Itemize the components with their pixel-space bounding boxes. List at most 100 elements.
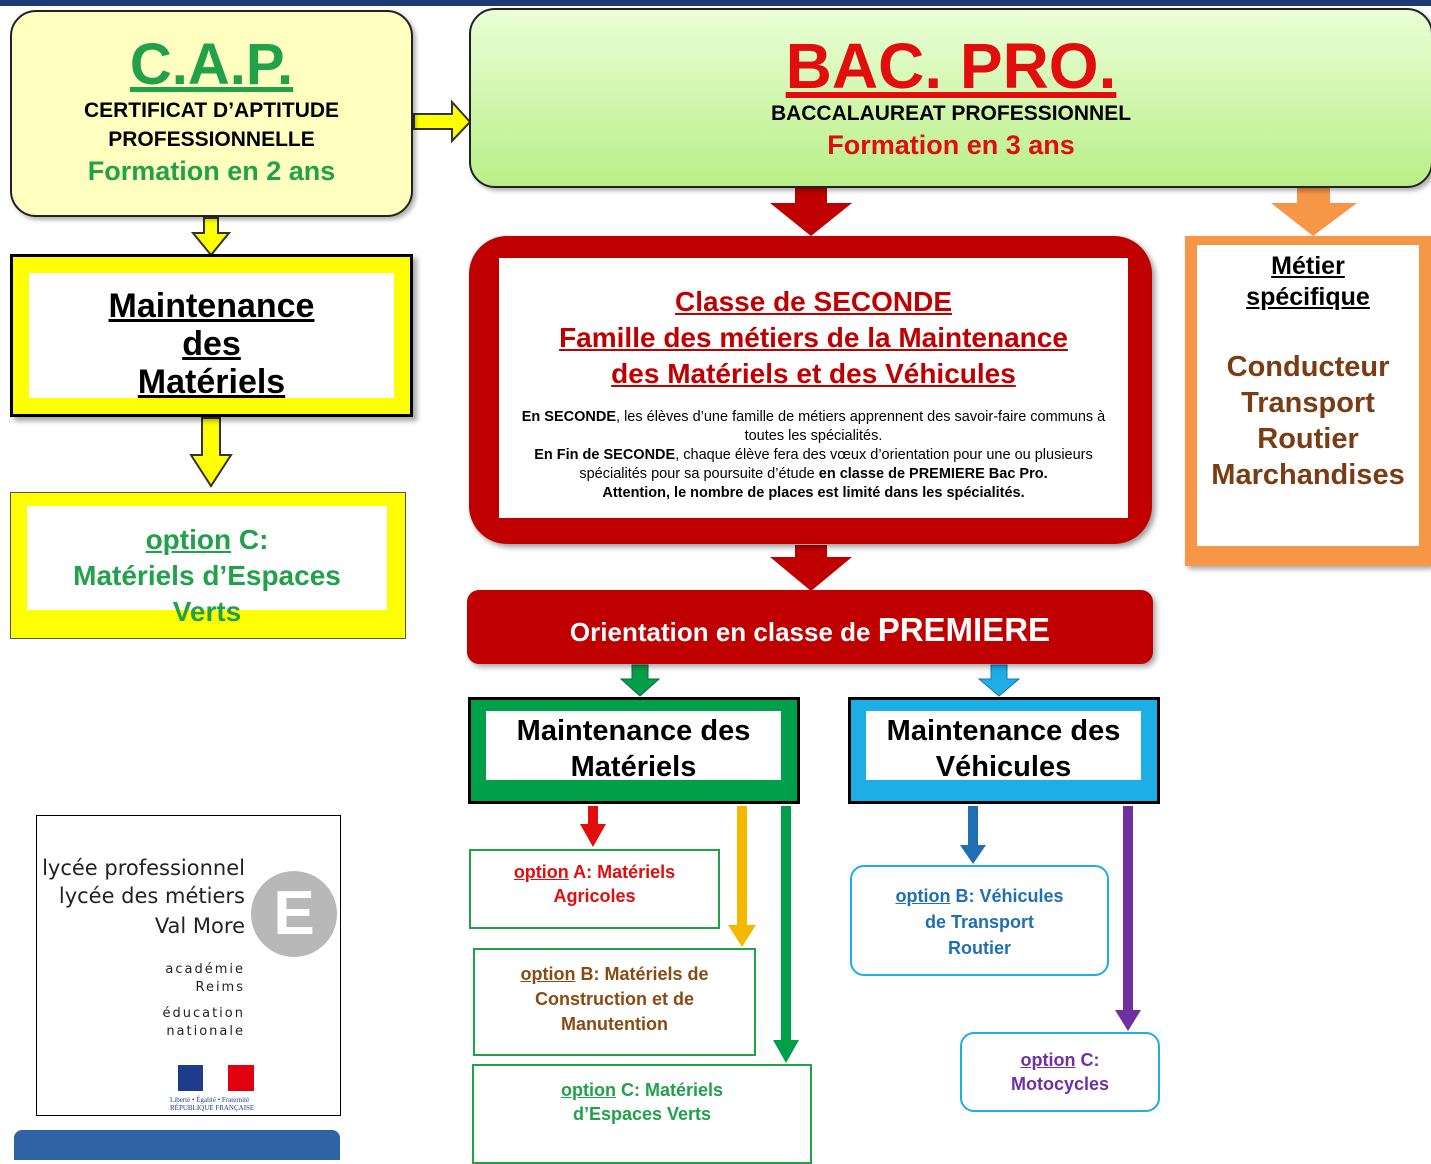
logo-line6: éducation [162, 1006, 245, 1021]
option-b-rest1: B: Matériels de [575, 964, 709, 984]
orientation-to-materiels-arrow [619, 664, 661, 697]
seconde-inner: Classe de SECONDE Famille des métiers de… [499, 258, 1128, 518]
option-c-prefix: option [560, 1080, 616, 1100]
option-c-motocycles: option C: Motocycles [960, 1032, 1160, 1112]
cap-subtitle-line2: PROFESSIONNELLE [108, 128, 315, 151]
seconde-p2-rest: , chaque élève fera des vœux d’orientati… [579, 447, 1093, 482]
cap-to-specialty-arrow [190, 217, 232, 257]
logo-line7: nationale [166, 1024, 245, 1039]
metier-box: Métier spécifique Conducteur Transport R… [1185, 236, 1431, 566]
veh-option-b-line3: Routier [948, 938, 1011, 958]
cap-title: C.A.P. [129, 32, 294, 97]
metier-inner: Métier spécifique Conducteur Transport R… [1197, 245, 1419, 546]
option-b-vehicules-transport: option B: Véhicules de Transport Routier [850, 865, 1109, 976]
premiere-materiels-inner: Maintenance des Matériels [486, 711, 781, 783]
cap-specialty-line2: des [182, 325, 241, 363]
cap-specialty-line1: Maintenance [108, 287, 315, 325]
option-c-rest1: C: Matériels [615, 1080, 724, 1100]
option-a-materiels-agricoles: option A: Matériels Agricoles [469, 849, 720, 929]
seconde-title-line3: des Matériels et des Véhicules [611, 358, 1016, 389]
orientation-box: Orientation en classe de PREMIERE [467, 590, 1153, 664]
option-b-line2: Construction et de [534, 989, 694, 1009]
veh-option-b-prefix: option [895, 886, 951, 906]
option-a-prefix: option [513, 862, 569, 882]
option-a-line2: Agricoles [553, 886, 636, 906]
top-rule [0, 0, 1431, 6]
metier-job-line1: Conducteur [1226, 351, 1390, 383]
metier-spacer [1197, 313, 1419, 349]
metier-job-line2: Transport [1241, 387, 1375, 419]
cap-option-line1: option C: [27, 522, 387, 558]
metier-title-line1: Métier [1271, 252, 1345, 280]
to-option-c-arrow [773, 806, 799, 1063]
option-c-materiels-espaces-verts: option C: Matériels d’Espaces Verts [472, 1064, 812, 1164]
option-a-line1: option A: Matériels [471, 860, 718, 884]
seconde-title-line1: Classe de SECONDE [675, 286, 952, 317]
french-flag-icon [178, 1065, 254, 1091]
bac-title: BAC. PRO. [785, 30, 1117, 102]
premiere-materiels-line2: Matériels [570, 751, 697, 783]
bac-duration: Formation en 3 ans [827, 130, 1075, 160]
logo-line3: Val More [154, 914, 245, 938]
to-veh-option-b-arrow [960, 806, 986, 864]
to-option-a-arrow [580, 806, 606, 847]
cap-option-line3: Verts [172, 596, 242, 627]
cap-specialty-inner: Maintenance des Matériels [29, 273, 394, 401]
seconde-description: En SECONDE, les élèves d’une famille de … [499, 408, 1128, 503]
veh-option-b-line1: option B: Véhicules [852, 883, 1107, 909]
metier-job-line3: Routier [1257, 423, 1359, 455]
premiere-materiels-box: Maintenance des Matériels [468, 697, 800, 804]
seconde-p2-bold: En Fin de SECONDE [534, 447, 676, 463]
logo-republic-text: RÉPUBLIQUE FRANÇAISE [170, 1104, 255, 1112]
veh-option-c-prefix: option [1020, 1050, 1076, 1070]
seconde-to-orientation-arrow [770, 545, 852, 591]
cap-specialty-box: Maintenance des Matériels [10, 254, 413, 417]
orientation-emphasis: PREMIERE [877, 611, 1051, 648]
bac-to-metier-arrow [1271, 188, 1357, 236]
cap-option-inner: option C: Matériels d’Espaces Verts [27, 506, 387, 627]
logo-line2: lycée des métiers [58, 884, 245, 908]
veh-option-b-rest1: B: Véhicules [950, 886, 1064, 906]
option-c-line1: option C: Matériels [474, 1078, 810, 1102]
bac-to-seconde-arrow [770, 188, 852, 236]
logo-motto: Liberté • Égalité • Fraternité [170, 1096, 250, 1104]
to-veh-option-c-arrow [1115, 806, 1141, 1031]
option-b-line3: Manutention [561, 1014, 668, 1034]
cap-option-line2: Matériels d’Espaces [73, 560, 341, 591]
cap-subtitle-line1: CERTIFICAT D’APTITUDE [83, 99, 340, 122]
bac-box: BAC. PRO. BACCALAUREAT PROFESSIONNEL For… [469, 8, 1431, 188]
cap-to-bac-arrow [413, 99, 472, 144]
logo-line5: Reims [195, 980, 245, 995]
option-b-line1: option B: Matériels de [475, 962, 754, 987]
specialty-to-option-arrow [189, 417, 233, 488]
seconde-p3: Attention, le nombre de places est limit… [602, 485, 1025, 501]
logo-line4: académie [165, 962, 245, 977]
metier-job-line4: Marchandises [1211, 459, 1405, 491]
option-a-rest1: A: Matériels [568, 862, 676, 882]
veh-option-c-line1: option C: [962, 1048, 1158, 1072]
cap-option-code: C: [231, 524, 269, 555]
education-e-icon: E [251, 871, 337, 957]
seconde-p2-bold2: en classe de PREMIERE Bac Pro. [818, 466, 1048, 482]
veh-option-c-rest1: C: [1075, 1050, 1100, 1070]
veh-option-b-line2: de Transport [924, 912, 1035, 932]
bac-subtitle: BACCALAUREAT PROFESSIONNEL [770, 102, 1132, 125]
cap-duration: Formation en 2 ans [87, 156, 336, 186]
metier-title-line2: spécifique [1246, 283, 1370, 311]
lycee-logo: E lycée professionnel lycée des métiers … [36, 815, 341, 1116]
cap-box: C.A.P. CERTIFICAT D’APTITUDE PROFESSIONN… [10, 10, 413, 217]
veh-option-c-line2: Motocycles [1010, 1074, 1110, 1094]
seconde-p1-rest: , les élèves d’une famille de métiers ap… [616, 409, 1106, 444]
option-b-materiels-construction: option B: Matériels de Construction et d… [473, 948, 756, 1056]
cap-option-box: option C: Matériels d’Espaces Verts [10, 492, 406, 639]
to-option-b-arrow [728, 806, 756, 947]
cap-option-prefix: option [145, 524, 232, 555]
premiere-vehicules-line1: Maintenance des [886, 715, 1121, 747]
option-c-line2: d’Espaces Verts [572, 1104, 712, 1124]
partial-blue-logo [14, 1130, 340, 1160]
premiere-vehicules-inner: Maintenance des Véhicules [866, 711, 1141, 783]
premiere-vehicules-line2: Véhicules [935, 751, 1072, 783]
seconde-p1-bold: En SECONDE [521, 409, 617, 425]
